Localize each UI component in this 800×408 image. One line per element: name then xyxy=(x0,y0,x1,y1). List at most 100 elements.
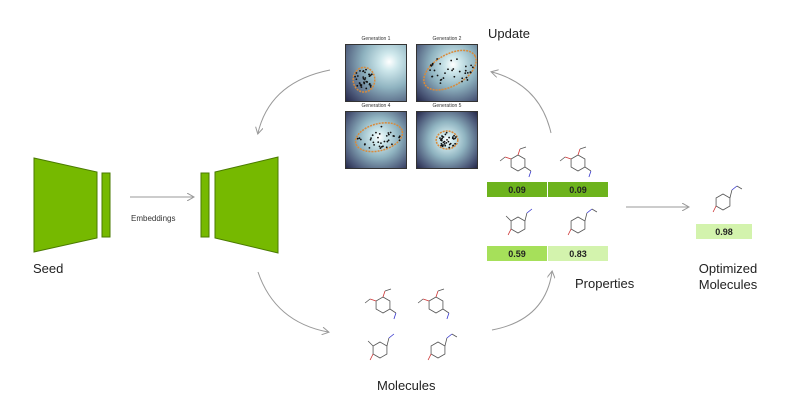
sample-point xyxy=(466,79,469,81)
sample-point xyxy=(371,134,374,137)
optimized-molecules-label: Optimized Molecules xyxy=(698,261,758,292)
sample-point xyxy=(362,76,365,79)
sample-point xyxy=(369,138,372,141)
sample-point xyxy=(469,71,472,74)
sample-point xyxy=(439,82,442,85)
generation-plot xyxy=(345,111,407,169)
generation-title: Generation 2 xyxy=(432,36,462,42)
sample-point xyxy=(392,135,395,137)
sample-point xyxy=(368,83,371,86)
sample-point xyxy=(447,140,450,143)
sample-point xyxy=(370,137,372,139)
sample-point xyxy=(431,63,434,66)
sample-point xyxy=(458,70,461,73)
sample-point xyxy=(368,146,371,149)
sample-point xyxy=(389,131,392,134)
distribution-ellipse xyxy=(435,130,459,150)
sample-point xyxy=(430,64,433,67)
sample-point xyxy=(429,69,431,72)
scored-molecule xyxy=(505,208,533,236)
sample-point xyxy=(444,133,447,136)
sample-point xyxy=(444,144,447,147)
sample-point xyxy=(358,137,361,140)
property-score: 0.59 xyxy=(487,246,547,261)
sample-point xyxy=(450,59,453,62)
scored-molecule xyxy=(567,208,598,236)
sample-point xyxy=(443,142,446,145)
sample-point xyxy=(447,68,449,71)
sample-point xyxy=(359,83,362,86)
arrow-to-update xyxy=(492,72,552,134)
sample-point xyxy=(453,134,455,137)
sample-point xyxy=(360,86,363,89)
optimized-molecule xyxy=(712,185,743,213)
sample-point xyxy=(441,135,443,137)
sample-point xyxy=(355,72,358,74)
sample-point xyxy=(380,146,383,148)
generation-title: Generation 1 xyxy=(361,36,391,42)
sample-point xyxy=(453,75,456,78)
sample-point xyxy=(385,135,388,137)
sample-point xyxy=(451,137,454,140)
distribution-ellipse xyxy=(354,122,404,153)
embeddings-label: Embeddings xyxy=(131,214,176,223)
sample-point xyxy=(444,72,446,75)
candidate-molecule xyxy=(364,288,397,320)
generation-plot xyxy=(416,111,478,169)
sample-point xyxy=(383,140,386,143)
sample-point xyxy=(433,69,436,72)
generation-plot xyxy=(416,44,478,102)
sample-point xyxy=(356,137,359,140)
sample-point xyxy=(439,62,442,65)
sample-point xyxy=(445,131,448,134)
sample-point xyxy=(364,71,366,74)
sample-point xyxy=(454,137,456,140)
sample-point xyxy=(378,132,381,135)
sample-point xyxy=(375,131,377,134)
decoder-block xyxy=(214,156,279,254)
arrow-to-decoder xyxy=(258,69,331,133)
sample-point xyxy=(442,144,444,146)
sample-point xyxy=(377,136,379,139)
generation-plot xyxy=(345,44,407,102)
property-score: 0.83 xyxy=(548,246,608,261)
sample-point xyxy=(354,75,356,78)
sample-point xyxy=(455,136,457,138)
sample-point xyxy=(445,141,448,144)
sample-point xyxy=(364,77,367,79)
sample-point xyxy=(380,125,383,128)
sample-point xyxy=(439,79,442,82)
sample-point xyxy=(451,69,453,72)
sample-point xyxy=(356,84,359,87)
arrow-to-properties xyxy=(491,272,552,331)
sample-point xyxy=(464,69,467,72)
properties-label: Properties xyxy=(575,276,635,291)
sample-point xyxy=(398,135,401,138)
sample-point xyxy=(439,137,441,140)
sample-point xyxy=(391,143,393,146)
sample-point xyxy=(439,139,442,141)
sample-point xyxy=(370,73,373,76)
sample-point xyxy=(362,77,365,80)
sample-point xyxy=(454,142,457,145)
sample-point xyxy=(440,144,443,147)
sample-point xyxy=(448,146,451,149)
sample-point xyxy=(386,140,389,143)
sample-point xyxy=(387,139,390,142)
sample-point xyxy=(452,68,455,70)
arrow-to-molecules xyxy=(257,271,328,332)
sample-point xyxy=(456,58,458,60)
generation-title: Generation 5 xyxy=(432,103,462,109)
sample-point xyxy=(359,138,362,141)
sample-point xyxy=(365,87,368,90)
seed-label: Seed xyxy=(33,261,64,276)
sample-point xyxy=(436,58,439,60)
sample-point xyxy=(372,141,375,144)
sample-point xyxy=(373,143,376,146)
sample-point xyxy=(377,141,380,144)
sample-point xyxy=(448,143,451,146)
sample-point xyxy=(466,71,469,74)
sample-point xyxy=(365,68,367,71)
